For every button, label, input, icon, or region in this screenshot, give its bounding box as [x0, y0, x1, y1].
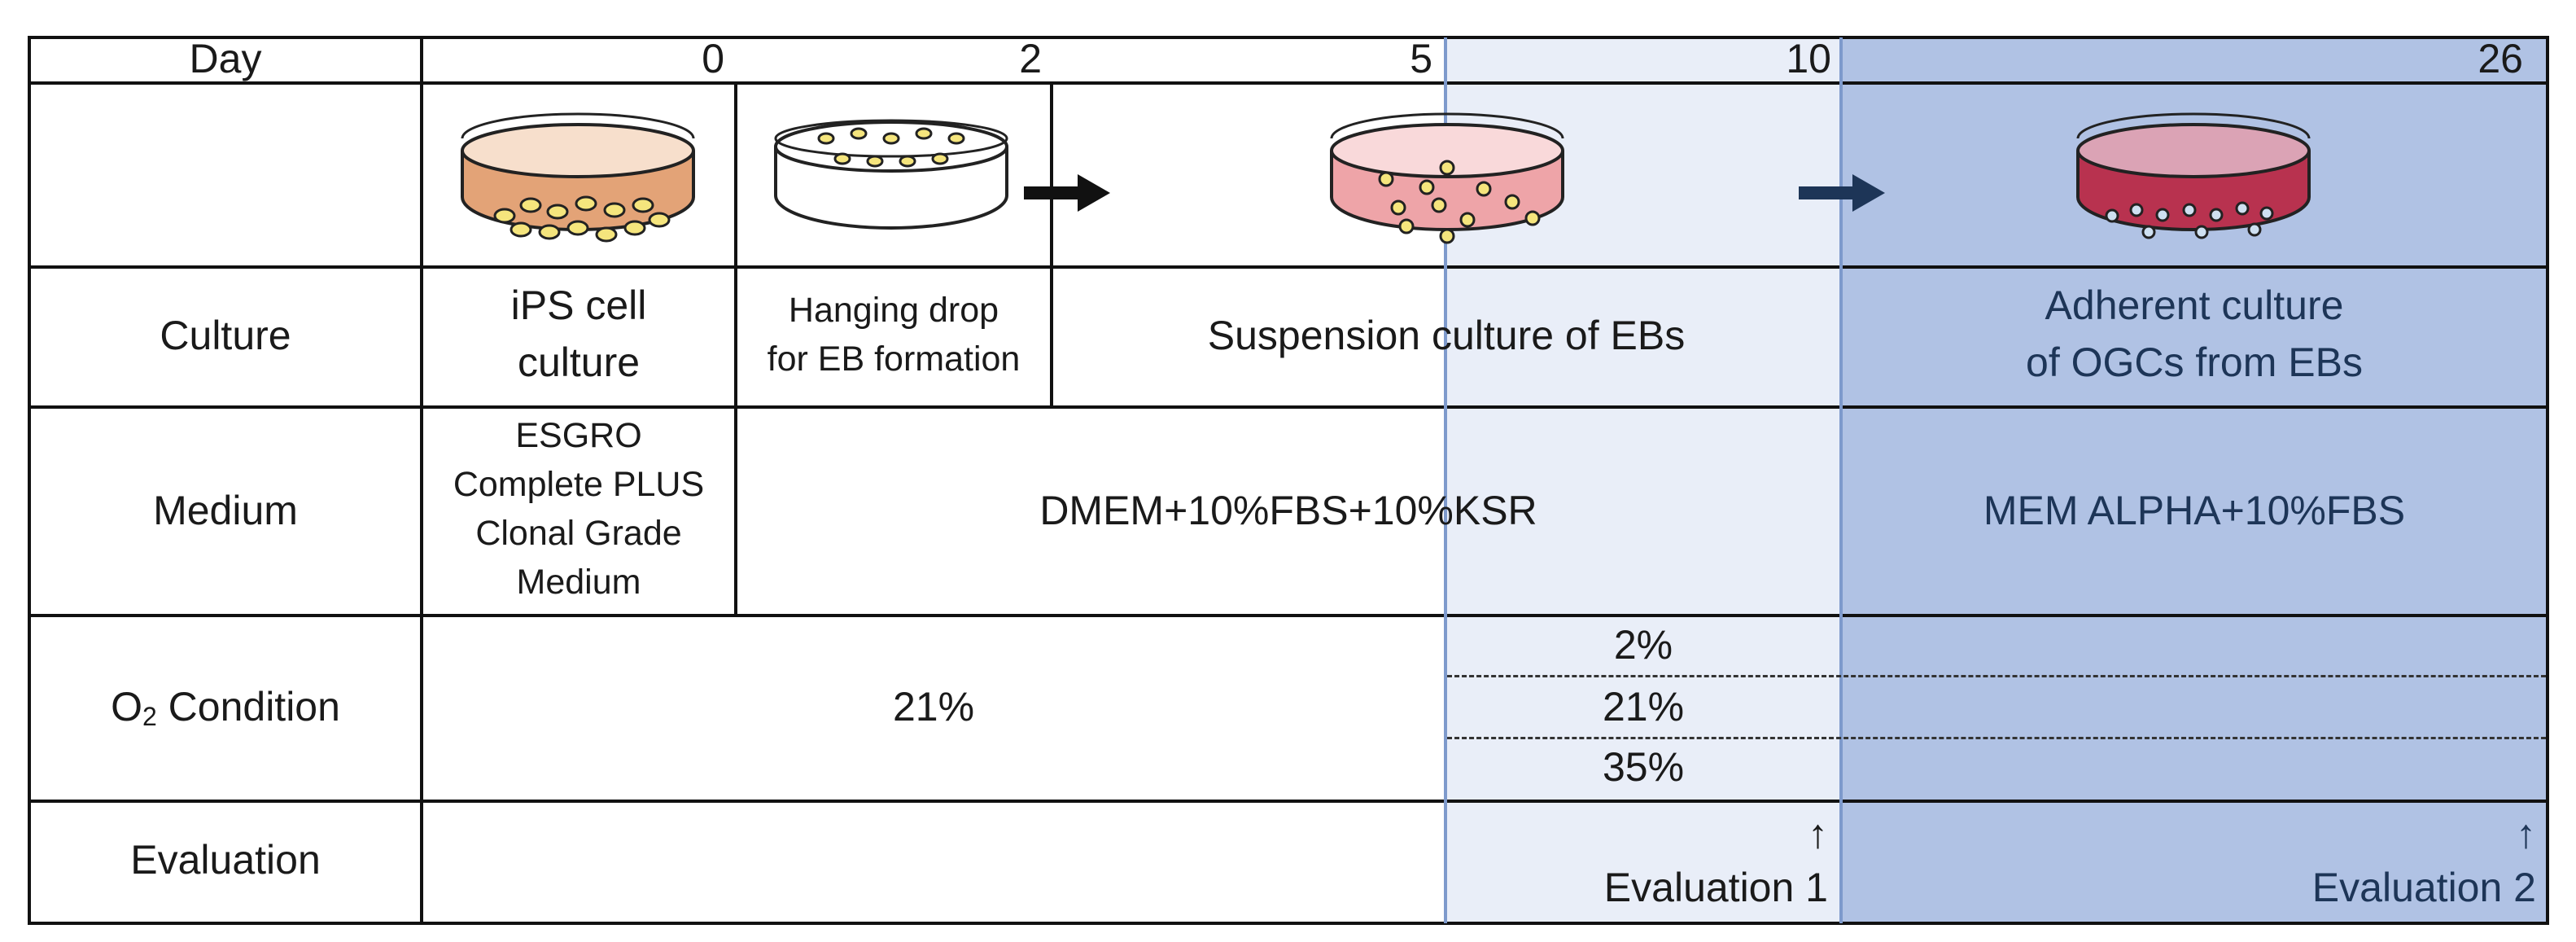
grid-line-day5 [1050, 81, 1053, 405]
o2-option-2: 2% [1613, 622, 1673, 668]
culture-suspension: Suspension culture of EBs [1207, 313, 1686, 358]
evaluation-row-label: Evaluation [130, 837, 321, 883]
o2-separator-1 [1447, 675, 2546, 677]
o2-option-35: 35% [1602, 744, 1685, 790]
o2-base-value: 21% [892, 684, 975, 730]
petri-dish-icon [1330, 112, 1564, 244]
medium-esgro-line4: Medium [516, 563, 641, 602]
culture-hanging-line1: Hanging drop [788, 291, 999, 330]
medium-row-label: Medium [153, 488, 298, 533]
grid-line-label-col [420, 36, 423, 925]
o2-label-prefix: O [111, 684, 142, 730]
medium-dmem: DMEM+10%FBS+10%KSR [1039, 488, 1537, 533]
grid-line-top [28, 36, 2549, 39]
medium-esgro-line3: Clonal Grade [475, 514, 682, 553]
grid-line-images [28, 265, 2549, 269]
medium-esgro-line2: Complete PLUS [453, 465, 705, 504]
medium-esgro-line1: ESGRO [515, 416, 642, 455]
medium-mem-alpha: MEM ALPHA+10%FBS [1983, 488, 2406, 533]
day-5-label: 5 [1410, 36, 1432, 81]
grid-line-day2 [734, 81, 737, 614]
grid-line-bottom [28, 922, 2549, 925]
day-header-label: Day [189, 36, 262, 81]
day-0-label: 0 [702, 36, 724, 81]
culture-row-label: Culture [160, 313, 291, 358]
dish-hanging-drop [774, 119, 1008, 230]
evaluation-arrow-icon: ↑ [2516, 811, 2536, 857]
day-26-label: 26 [2478, 36, 2523, 81]
grid-line-o2 [28, 800, 2549, 803]
dish-ips [461, 112, 695, 243]
petri-dish-icon [774, 119, 1008, 230]
grid-line-right [2546, 36, 2549, 925]
culture-adherent-line2: of OGCs from EBs [2026, 340, 2363, 385]
culture-ips-line2: culture [517, 340, 641, 385]
o2-row-label: O2 Condition [31, 682, 420, 741]
arrow-right-icon [1799, 174, 1885, 212]
o2-option-21: 21% [1602, 684, 1685, 730]
evaluation-1-label: Evaluation 1 [1603, 865, 1828, 910]
day-2-label: 2 [1019, 36, 1042, 81]
grid-line-medium [28, 614, 2549, 617]
divider-day10 [1839, 37, 1843, 923]
arrow-right-icon [1024, 174, 1110, 212]
dish-adherent [2076, 112, 2311, 239]
o2-separator-2 [1447, 737, 2546, 739]
grid-line-left [28, 36, 31, 925]
dish-suspension [1330, 112, 1564, 244]
culture-hanging-line2: for EB formation [767, 340, 1021, 379]
grid-line-header [28, 81, 2549, 85]
petri-dish-icon [2076, 112, 2311, 239]
petri-dish-icon [461, 112, 695, 243]
o2-label-suffix: Condition [156, 684, 340, 730]
culture-ips-line1: iPS cell [510, 283, 647, 328]
day-10-label: 10 [1786, 36, 1831, 81]
evaluation-2-label: Evaluation 2 [2311, 865, 2536, 910]
grid-line-culture [28, 405, 2549, 409]
culture-adherent-line1: Adherent culture [2045, 283, 2344, 328]
divider-day5 [1444, 37, 1447, 923]
evaluation-arrow-icon: ↑ [1808, 811, 1828, 857]
o2-label-subscript: 2 [142, 702, 157, 731]
